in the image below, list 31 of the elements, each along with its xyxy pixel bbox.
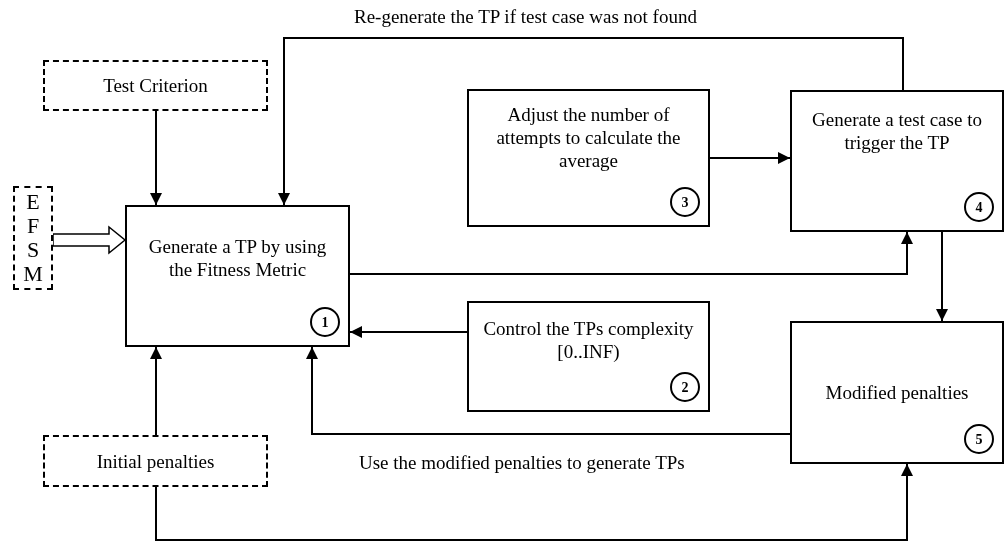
arrow [155,463,913,541]
process-box [125,205,350,347]
step-number: 2 [670,372,700,402]
arrow [150,110,162,206]
process-box [790,90,1004,232]
box-text: Generate a TP by using the Fitness Metric [147,235,328,281]
step-number: 5 [964,424,994,454]
process-box [467,89,710,227]
box-text: Initial penalties [96,449,215,473]
step-number: 4 [964,192,994,222]
input-box [43,435,268,487]
box-text: Control the TPs complexity [0..INF) [482,317,695,363]
arrow [709,152,791,164]
box-text: EFSM [22,189,44,287]
process-box [467,301,710,412]
input-box [13,186,53,290]
box-text: Generate a test case to trigger the TP [811,108,983,154]
step-number: 3 [670,187,700,217]
box-text: Test Criterion [103,74,208,97]
arrow [349,326,468,338]
box-text: Adjust the number of attempts to calculate the average [495,103,682,172]
input-box [43,60,268,111]
step-number: 1 [310,307,340,337]
arrow [306,346,791,435]
hollow-arrow [52,225,127,255]
arrow [150,346,162,436]
arrow [349,231,913,275]
box-text: Modified penalties [825,381,969,404]
process-box [790,321,1004,464]
arrow [278,37,904,206]
arrow [936,231,948,322]
